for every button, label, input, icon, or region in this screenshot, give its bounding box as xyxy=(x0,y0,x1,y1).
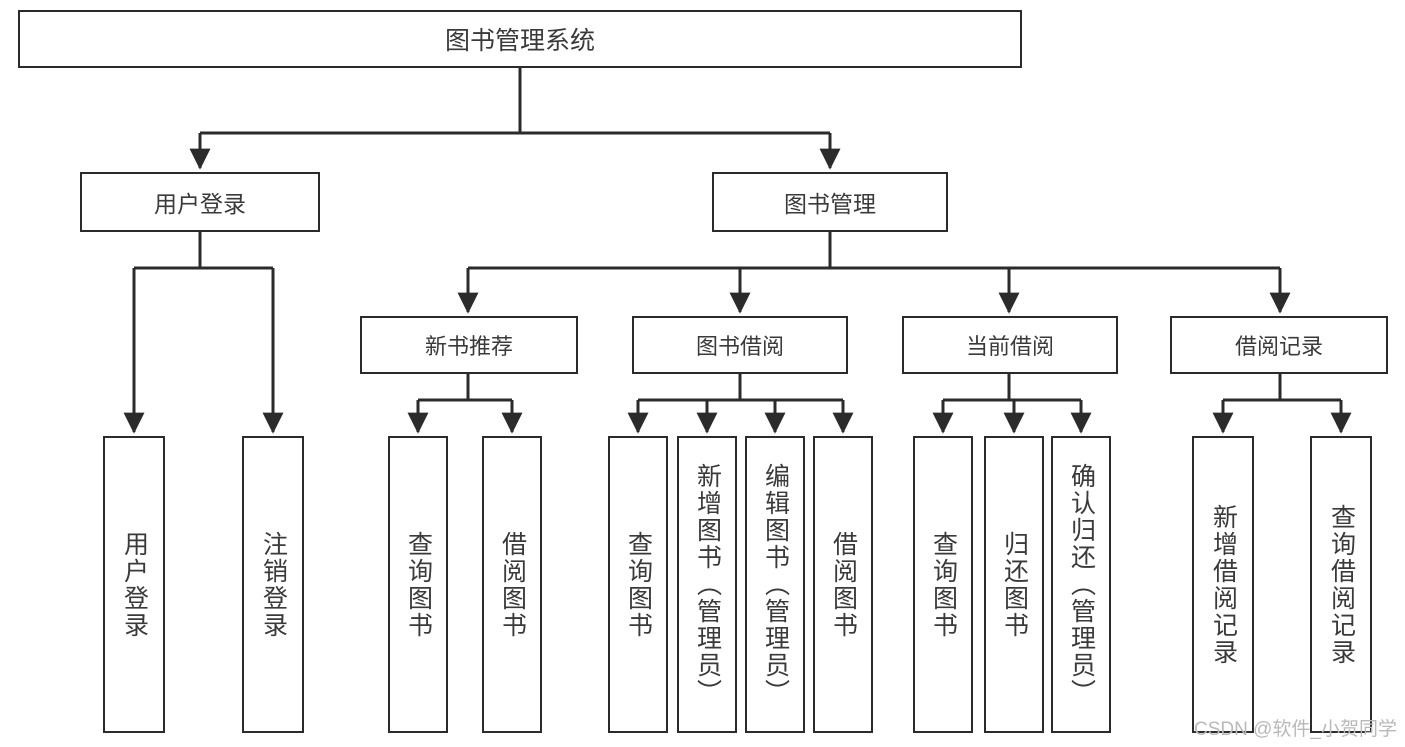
node-new-book-recommend[interactable]: 新书推荐 xyxy=(360,316,578,374)
node-book-borrow-label: 图书借阅 xyxy=(695,334,784,359)
node-leaf-add-borrow-record-label: 新增借阅记录 xyxy=(1209,503,1238,666)
node-leaf-edit-book-admin-label: 编辑图书（管理员） xyxy=(761,463,790,706)
node-leaf-edit-book-admin[interactable]: 编辑图书（管理员） xyxy=(745,436,805,733)
node-leaf-borrow-book[interactable]: 借阅图书 xyxy=(813,436,873,733)
node-new-book-recommend-label: 新书推荐 xyxy=(424,334,513,359)
node-book-borrow[interactable]: 图书借阅 xyxy=(632,316,848,374)
node-leaf-return-book-label: 归还图书 xyxy=(1000,530,1029,639)
node-leaf-query-borrow-record-label: 查询借阅记录 xyxy=(1327,503,1356,666)
node-leaf-query-book-current[interactable]: 查询图书 xyxy=(913,436,973,733)
node-leaf-confirm-return-admin[interactable]: 确认归还（管理员） xyxy=(1051,436,1111,733)
node-leaf-query-book-borrow-label: 查询图书 xyxy=(624,530,653,639)
node-current-borrow[interactable]: 当前借阅 xyxy=(902,316,1118,374)
node-leaf-borrow-book-newbook-label: 借阅图书 xyxy=(498,530,527,639)
node-leaf-logout-label: 注销登录 xyxy=(259,530,288,639)
node-leaf-user-login[interactable]: 用户登录 xyxy=(103,436,165,733)
node-leaf-add-book-admin[interactable]: 新增图书（管理员） xyxy=(677,436,737,733)
node-user-login[interactable]: 用户登录 xyxy=(80,172,320,232)
node-leaf-logout[interactable]: 注销登录 xyxy=(242,436,304,733)
node-leaf-borrow-book-label: 借阅图书 xyxy=(829,530,858,639)
node-leaf-add-book-admin-label: 新增图书（管理员） xyxy=(693,463,722,706)
node-leaf-query-book-current-label: 查询图书 xyxy=(929,530,958,639)
node-leaf-borrow-book-newbook[interactable]: 借阅图书 xyxy=(482,436,542,733)
node-leaf-query-book-newbook-label: 查询图书 xyxy=(404,530,433,639)
node-leaf-confirm-return-admin-label: 确认归还（管理员） xyxy=(1067,463,1096,706)
node-borrow-record[interactable]: 借阅记录 xyxy=(1170,316,1388,374)
node-leaf-return-book[interactable]: 归还图书 xyxy=(984,436,1044,733)
node-user-login-label: 用户登录 xyxy=(154,191,246,217)
node-book-management-label: 图书管理 xyxy=(784,191,876,217)
node-leaf-query-borrow-record[interactable]: 查询借阅记录 xyxy=(1310,436,1372,733)
node-borrow-record-label: 借阅记录 xyxy=(1234,334,1323,359)
node-root-book-management-system[interactable]: 图书管理系统 xyxy=(18,10,1022,68)
node-root-label: 图书管理系统 xyxy=(444,27,595,55)
node-book-management[interactable]: 图书管理 xyxy=(712,172,948,232)
node-current-borrow-label: 当前借阅 xyxy=(965,334,1054,359)
node-leaf-user-login-label: 用户登录 xyxy=(120,530,149,639)
node-leaf-query-book-borrow[interactable]: 查询图书 xyxy=(608,436,668,733)
node-leaf-add-borrow-record[interactable]: 新增借阅记录 xyxy=(1192,436,1254,733)
node-leaf-query-book-newbook[interactable]: 查询图书 xyxy=(388,436,448,733)
